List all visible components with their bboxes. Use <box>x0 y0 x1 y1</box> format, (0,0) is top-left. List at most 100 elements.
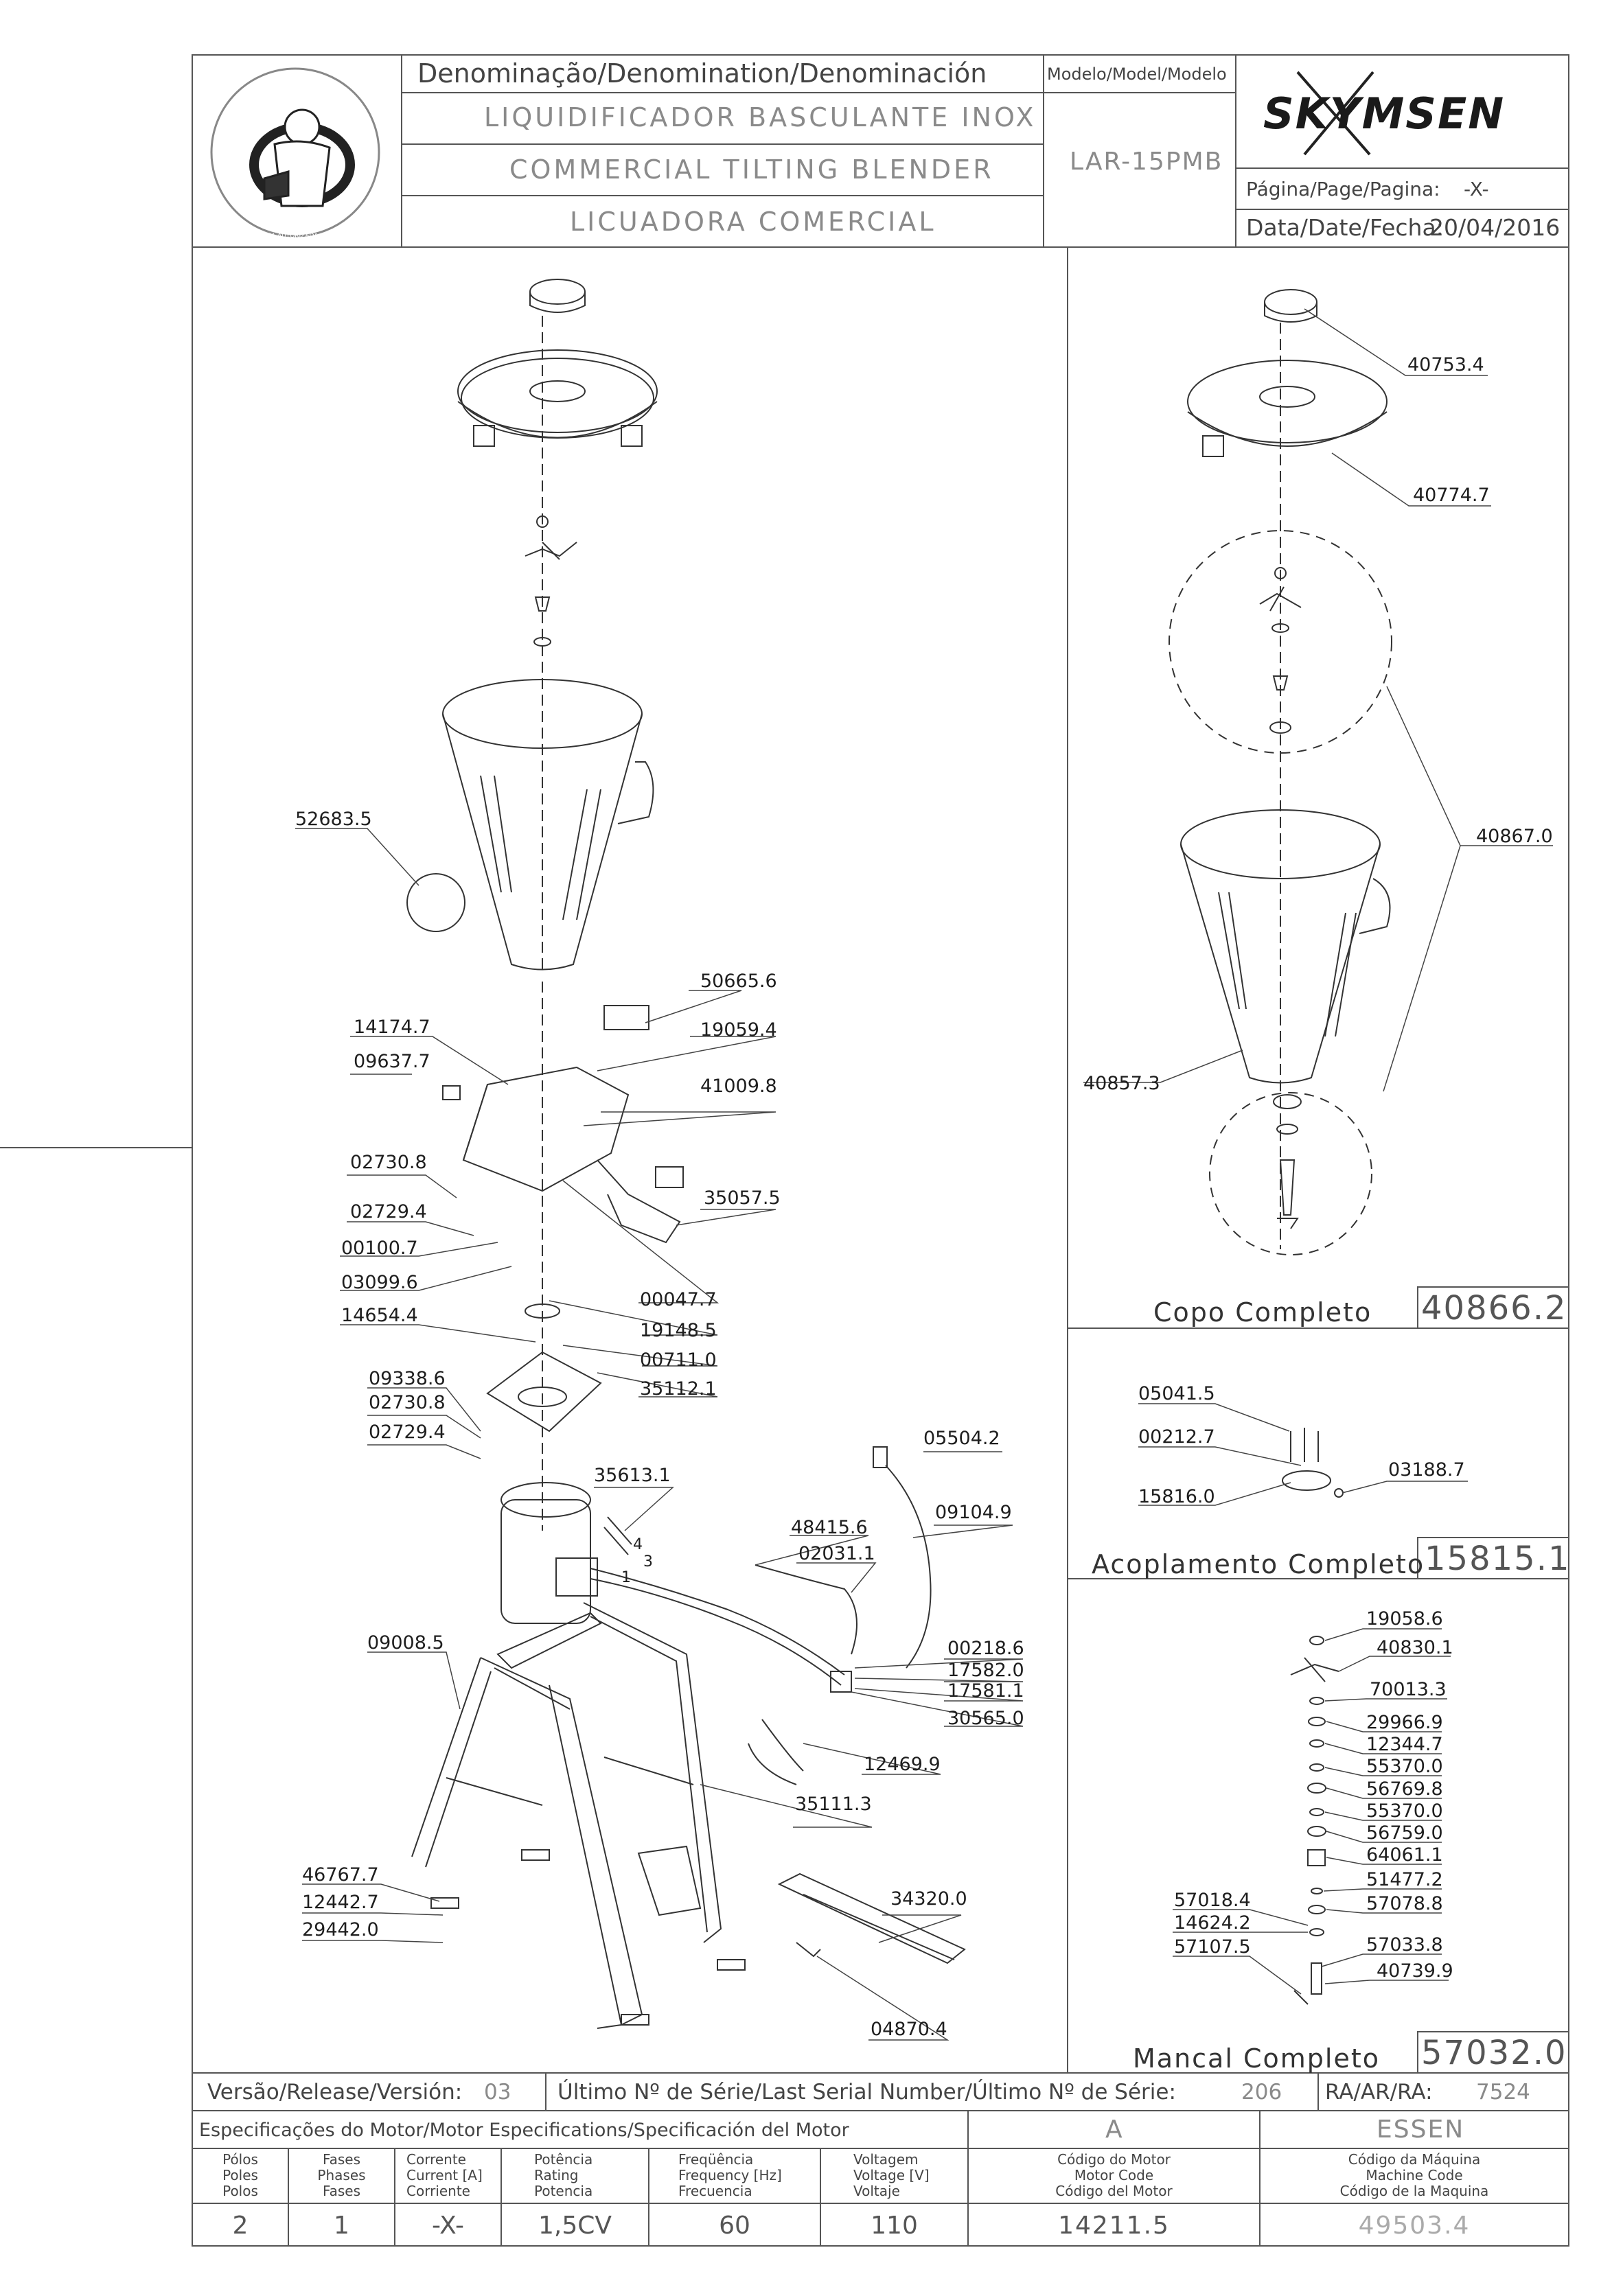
part-ref: 02031.1 <box>798 1543 875 1564</box>
seal-text: ASSISTÊNCIA TÉCNICA AUTORIZADA <box>206 233 319 240</box>
version-label: Versão/Release/Versión: <box>207 2080 463 2104</box>
model-value: LAR-15PMB <box>1070 148 1223 176</box>
part-ref: 57078.8 <box>1366 1893 1443 1914</box>
spec-value-rating: 1,5CV <box>538 2212 612 2240</box>
part-ref: 35613.1 <box>594 1465 671 1486</box>
motor-maker: ESSEN <box>1377 2115 1465 2144</box>
spec-col-poles: Pólos Poles Polos <box>222 2151 258 2199</box>
part-ref: 19059.4 <box>700 1019 777 1041</box>
acoplamento-code: 15815.1 <box>1425 1540 1571 1578</box>
part-ref: 46767.7 <box>302 1864 379 1886</box>
copo-code: 40866.2 <box>1421 1289 1567 1327</box>
version-value: 03 <box>484 2080 511 2104</box>
part-ref: 57018.4 <box>1174 1890 1251 1911</box>
part-ref: 09104.9 <box>935 1502 1012 1523</box>
part-ref: 02730.8 <box>350 1152 427 1173</box>
serial-value: 206 <box>1241 2080 1282 2104</box>
spec-col-motor-code: Código do Motor Motor Code Código del Mo… <box>1055 2151 1173 2199</box>
part-ref: 02730.8 <box>369 1392 446 1413</box>
spec-value-frequency: 60 <box>719 2212 750 2240</box>
part-ref: 40867.0 <box>1476 826 1553 847</box>
part-ref: 29442.0 <box>302 1919 379 1940</box>
motor-spec-label: Especificações do Motor/Motor Especifica… <box>199 2120 849 2141</box>
model-label: Modelo/Model/Modelo <box>1047 65 1227 84</box>
date-value: 20/04/2016 <box>1429 214 1561 241</box>
part-ref: 52683.5 <box>295 809 372 830</box>
wire-number: 4 <box>633 1536 643 1553</box>
machine-name-pt: LIQUIDIFICADOR BASCULANTE INOX <box>484 102 1037 132</box>
part-ref: 40739.9 <box>1377 1960 1453 1982</box>
acoplamento-title: Acoplamento Completo <box>1092 1549 1425 1579</box>
part-ref: 64061.1 <box>1366 1844 1443 1866</box>
part-ref: 19148.5 <box>640 1320 717 1341</box>
part-ref: 00212.7 <box>1138 1426 1215 1448</box>
part-ref: 56759.0 <box>1366 1822 1443 1844</box>
part-ref: 40857.3 <box>1083 1073 1160 1094</box>
part-ref: 17582.0 <box>947 1660 1024 1681</box>
spec-col-frequency: Freqüência Frequency [Hz] Frecuencia <box>678 2151 782 2199</box>
spec-col-voltage: Voltagem Voltage [V] Voltaje <box>853 2151 930 2199</box>
part-ref: 12442.7 <box>302 1892 379 1913</box>
page-label: Página/Page/Pagina: <box>1246 178 1440 200</box>
part-ref: 48415.6 <box>791 1517 868 1538</box>
part-ref: 41009.8 <box>700 1076 777 1097</box>
machine-name-es: LICUADORA COMERCIAL <box>570 207 936 237</box>
part-ref: 35112.1 <box>640 1378 717 1400</box>
part-ref: 50665.6 <box>700 971 777 992</box>
ra-value: 7524 <box>1476 2080 1530 2104</box>
part-ref: 04870.4 <box>871 2019 947 2040</box>
part-ref: 56769.8 <box>1366 1778 1443 1800</box>
spec-col-machine-code: Código da Máquina Machine Code Código de… <box>1339 2151 1489 2199</box>
part-ref: 14654.4 <box>341 1305 418 1326</box>
part-ref: 14174.7 <box>354 1017 430 1038</box>
part-ref: 57033.8 <box>1366 1934 1443 1956</box>
spec-value-voltage: 110 <box>871 2212 918 2240</box>
part-ref: 00218.6 <box>947 1638 1024 1659</box>
spec-value-motor-code: 14211.5 <box>1058 2212 1170 2240</box>
part-ref: 12344.7 <box>1366 1734 1443 1755</box>
part-ref: 00047.7 <box>640 1289 717 1310</box>
part-ref: 05041.5 <box>1138 1383 1215 1404</box>
part-ref: 51477.2 <box>1366 1869 1443 1890</box>
spec-col-current: Corrente Current [A] Corriente <box>406 2151 483 2199</box>
page-value: -X- <box>1464 178 1489 200</box>
part-ref: 02729.4 <box>369 1422 446 1443</box>
part-ref: 02729.4 <box>350 1201 427 1222</box>
part-ref: 70013.3 <box>1370 1679 1447 1700</box>
part-ref: 40753.4 <box>1407 354 1484 375</box>
spec-value-current: -X- <box>431 2212 465 2240</box>
part-ref: 14624.2 <box>1174 1912 1251 1934</box>
denomination-label: Denominação/Denomination/Denominación <box>417 58 987 89</box>
part-ref: 35057.5 <box>704 1187 781 1209</box>
part-ref: 35111.3 <box>795 1794 872 1815</box>
spec-col-rating: Potência Rating Potencia <box>534 2151 593 2199</box>
motor-letter: A <box>1105 2115 1123 2144</box>
part-ref: 03188.7 <box>1388 1459 1465 1481</box>
part-ref: 40774.7 <box>1413 485 1490 506</box>
spec-value-machine-code: 49503.4 <box>1358 2212 1471 2240</box>
part-ref: 00711.0 <box>640 1349 717 1371</box>
part-ref: 34320.0 <box>890 1888 967 1910</box>
authorized-seal-emblem <box>210 67 380 237</box>
date-label: Data/Date/Fecha: <box>1246 214 1444 241</box>
part-ref: 09637.7 <box>354 1051 430 1072</box>
mancal-code: 57032.0 <box>1421 2034 1567 2072</box>
part-ref: 09008.5 <box>367 1632 444 1654</box>
part-ref: 03099.6 <box>341 1272 418 1293</box>
part-ref: 00100.7 <box>341 1238 418 1259</box>
part-ref: 19058.6 <box>1366 1608 1443 1630</box>
part-ref: 55370.0 <box>1366 1800 1443 1822</box>
part-ref: 55370.0 <box>1366 1756 1443 1777</box>
spec-col-phases: Fases Phases Fases <box>317 2151 366 2199</box>
mancal-title: Mancal Completo <box>1133 2043 1380 2074</box>
part-ref: 57107.5 <box>1174 1936 1251 1958</box>
spec-value-poles: 2 <box>232 2212 249 2240</box>
part-ref: 29966.9 <box>1366 1712 1443 1733</box>
part-ref: 12469.9 <box>864 1754 941 1775</box>
serial-label: Último Nº de Série/Last Serial Number/Úl… <box>557 2080 1176 2104</box>
wire-number: 3 <box>643 1553 653 1570</box>
ra-label: RA/AR/RA: <box>1325 2080 1433 2104</box>
spec-value-phases: 1 <box>334 2212 349 2240</box>
machine-name-en: COMMERCIAL TILTING BLENDER <box>509 154 994 185</box>
